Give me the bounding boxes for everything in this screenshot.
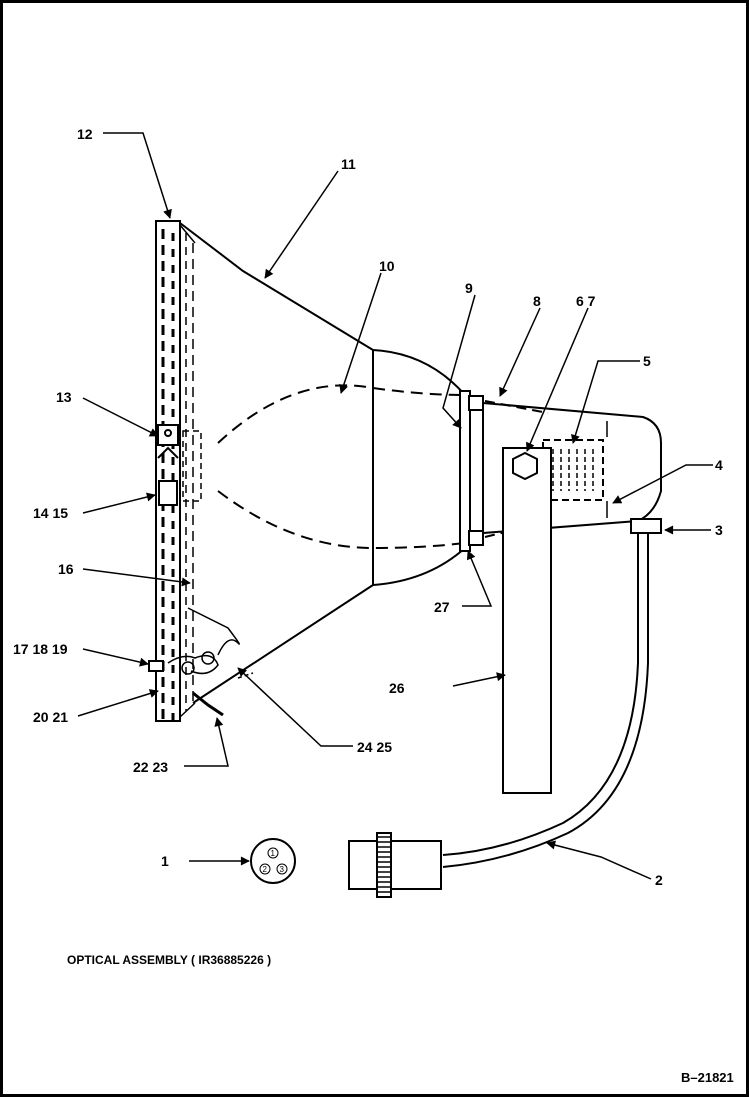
socket-coil <box>552 449 594 491</box>
callout-12: 12 <box>77 126 93 142</box>
callout-13: 13 <box>56 389 72 405</box>
assembly-caption: OPTICAL ASSEMBLY ( IR36885226 ) <box>67 953 271 967</box>
callout-11: 11 <box>341 156 356 172</box>
callout-6-7: 6 7 <box>576 293 596 309</box>
callout-16: 16 <box>58 561 74 577</box>
callout-27: 27 <box>434 599 450 615</box>
connector-pin-face: 1 2 3 <box>250 838 296 884</box>
callout-3: 3 <box>715 522 723 538</box>
drawing-reference: B–21821 <box>681 1070 734 1085</box>
lamp-clip <box>157 424 179 506</box>
pin-label-2: 2 <box>263 865 268 874</box>
callout-26: 26 <box>389 680 405 696</box>
pin-label-1: 1 <box>271 849 276 858</box>
callout-14-15: 14 15 <box>33 505 68 521</box>
lens-bezel <box>155 220 196 722</box>
callout-4: 4 <box>715 457 723 473</box>
callout-8: 8 <box>533 293 541 309</box>
mounting-bracket <box>502 447 552 794</box>
plug-connector <box>348 832 442 898</box>
leader-lines <box>77 132 713 880</box>
reflector-housing <box>179 222 466 704</box>
callout-1: 1 <box>161 853 169 869</box>
callout-9: 9 <box>465 280 473 296</box>
callout-5: 5 <box>643 353 651 369</box>
callout-10: 10 <box>379 258 395 274</box>
callout-22-23: 22 23 <box>133 759 168 775</box>
optical-assembly-drawing: 1 2 3 <box>13 126 734 1085</box>
hex-bolt <box>512 451 538 481</box>
callout-17-18-19: 17 18 19 <box>13 641 68 657</box>
callout-2: 2 <box>655 872 663 888</box>
callout-24-25: 24 25 <box>357 739 392 755</box>
cable-assembly <box>442 518 662 868</box>
callout-labels: 12 11 10 9 8 6 7 5 4 3 13 14 15 16 17 18… <box>13 126 723 888</box>
lamp-wiring <box>148 607 254 717</box>
callout-20-21: 20 21 <box>33 709 68 725</box>
pin-label-3: 3 <box>280 865 285 874</box>
